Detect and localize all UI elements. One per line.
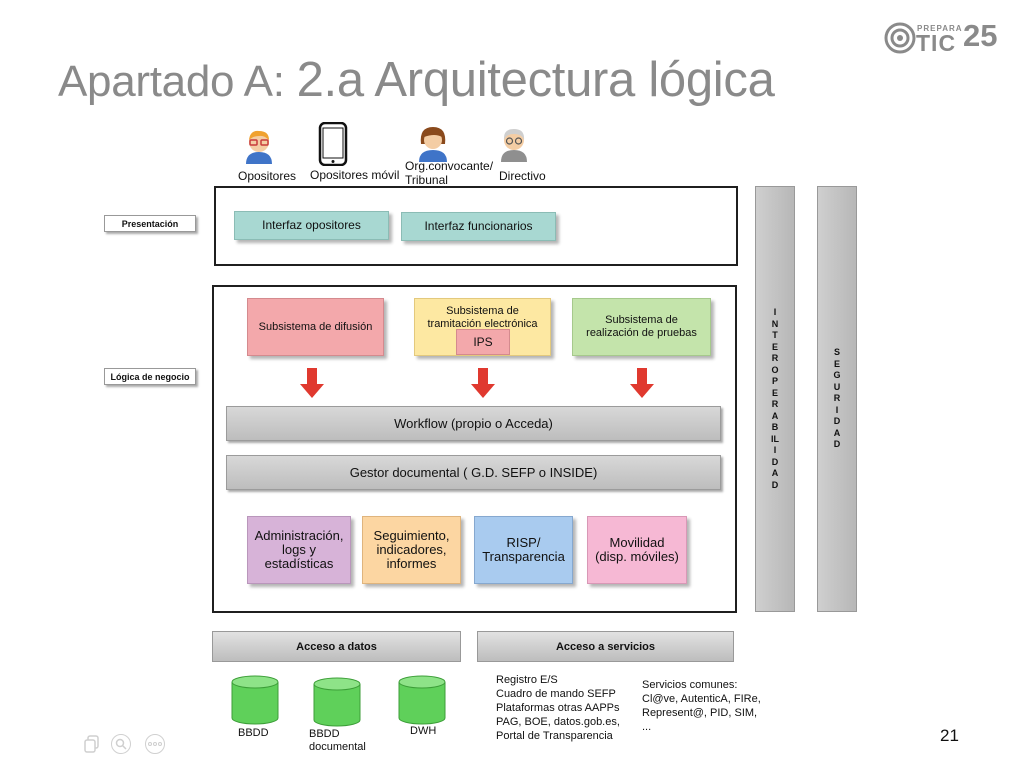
page-number: 21 (940, 726, 959, 745)
ips-box: IPS (456, 329, 510, 355)
actor-label-opositores-movil: Opositores móvil (310, 168, 400, 182)
down-arrow-icon (300, 368, 324, 398)
database-icon (398, 675, 446, 725)
module-movilidad: Movilidad (disp. móviles) (587, 516, 687, 584)
database-label-bbdd: BBDD (238, 727, 269, 739)
copy-icon[interactable] (82, 734, 102, 754)
actor-label-opositores: Opositores (238, 169, 297, 183)
down-arrow-icon (471, 368, 495, 398)
interoperabilidad-label: INTEROPERABILIDAD (771, 307, 779, 490)
interfaz-opositores-box: Interfaz opositores (234, 211, 389, 240)
database-label-bbdd-documental: BBDD documental (309, 728, 366, 753)
database-icon (231, 675, 279, 725)
module-risp-transparencia: RISP/ Transparencia (474, 516, 573, 584)
layer-tag-logica-negocio: Lógica de negocio (104, 368, 196, 385)
subsistema-pruebas-box: Subsistema de realización de pruebas (572, 298, 711, 356)
title-main: 2.a Arquitectura lógica (296, 53, 775, 107)
person-woman-icon (419, 127, 447, 162)
prepara-tic-logo: PREPARA TIC 25 (884, 18, 1004, 58)
acceso-datos-bar: Acceso a datos (212, 631, 461, 662)
down-arrow-icon (630, 368, 654, 398)
interoperabilidad-bar: INTEROPERABILIDAD (755, 186, 795, 612)
title-colon: : (272, 57, 297, 106)
title-prefix: Apartado A (58, 57, 273, 106)
interfaz-funcionarios-box: Interfaz funcionarios (401, 212, 556, 241)
acceso-servicios-bar: Acceso a servicios (477, 631, 734, 662)
database-icon (313, 677, 361, 727)
module-administracion: Administración, logs y estadísticas (247, 516, 351, 584)
person-glasses-icon (246, 130, 272, 164)
smartphone-icon (318, 122, 348, 166)
services-list: Registro E/S Cuadro de mando SEFP Plataf… (496, 674, 620, 742)
seguridad-bar: SEGURIDAD (817, 186, 857, 612)
logo-tic: TIC (916, 30, 957, 56)
subsistema-difusion-box: Subsistema de difusión (247, 298, 384, 356)
workflow-bar: Workflow (propio o Acceda) (226, 406, 721, 441)
actor-label-org-convocante: Org.convocante/ Tribunal (405, 159, 494, 187)
module-seguimiento: Seguimiento, indicadores, informes (362, 516, 461, 584)
common-services-list: Servicios comunes: Cl@ve, AutenticA, FIR… (642, 679, 761, 733)
zoom-icon[interactable] (111, 734, 131, 754)
gestor-documental-bar: Gestor documental ( G.D. SEFP o INSIDE) (226, 455, 721, 490)
layer-tag-presentacion: Presentación (104, 215, 196, 232)
actor-label-directivo: Directivo (499, 169, 546, 183)
person-elder-icon (501, 129, 527, 162)
slide-title: Apartado A: 2.a Arquitectura lógica (58, 52, 775, 108)
logo-circles-icon (884, 22, 916, 54)
seguridad-label: SEGURIDAD (833, 347, 841, 450)
database-label-dwh: DWH (410, 725, 437, 737)
logo-prepara: PREPARA (917, 24, 963, 33)
logo-number: 25 (963, 18, 998, 53)
more-options-icon[interactable] (145, 734, 165, 754)
